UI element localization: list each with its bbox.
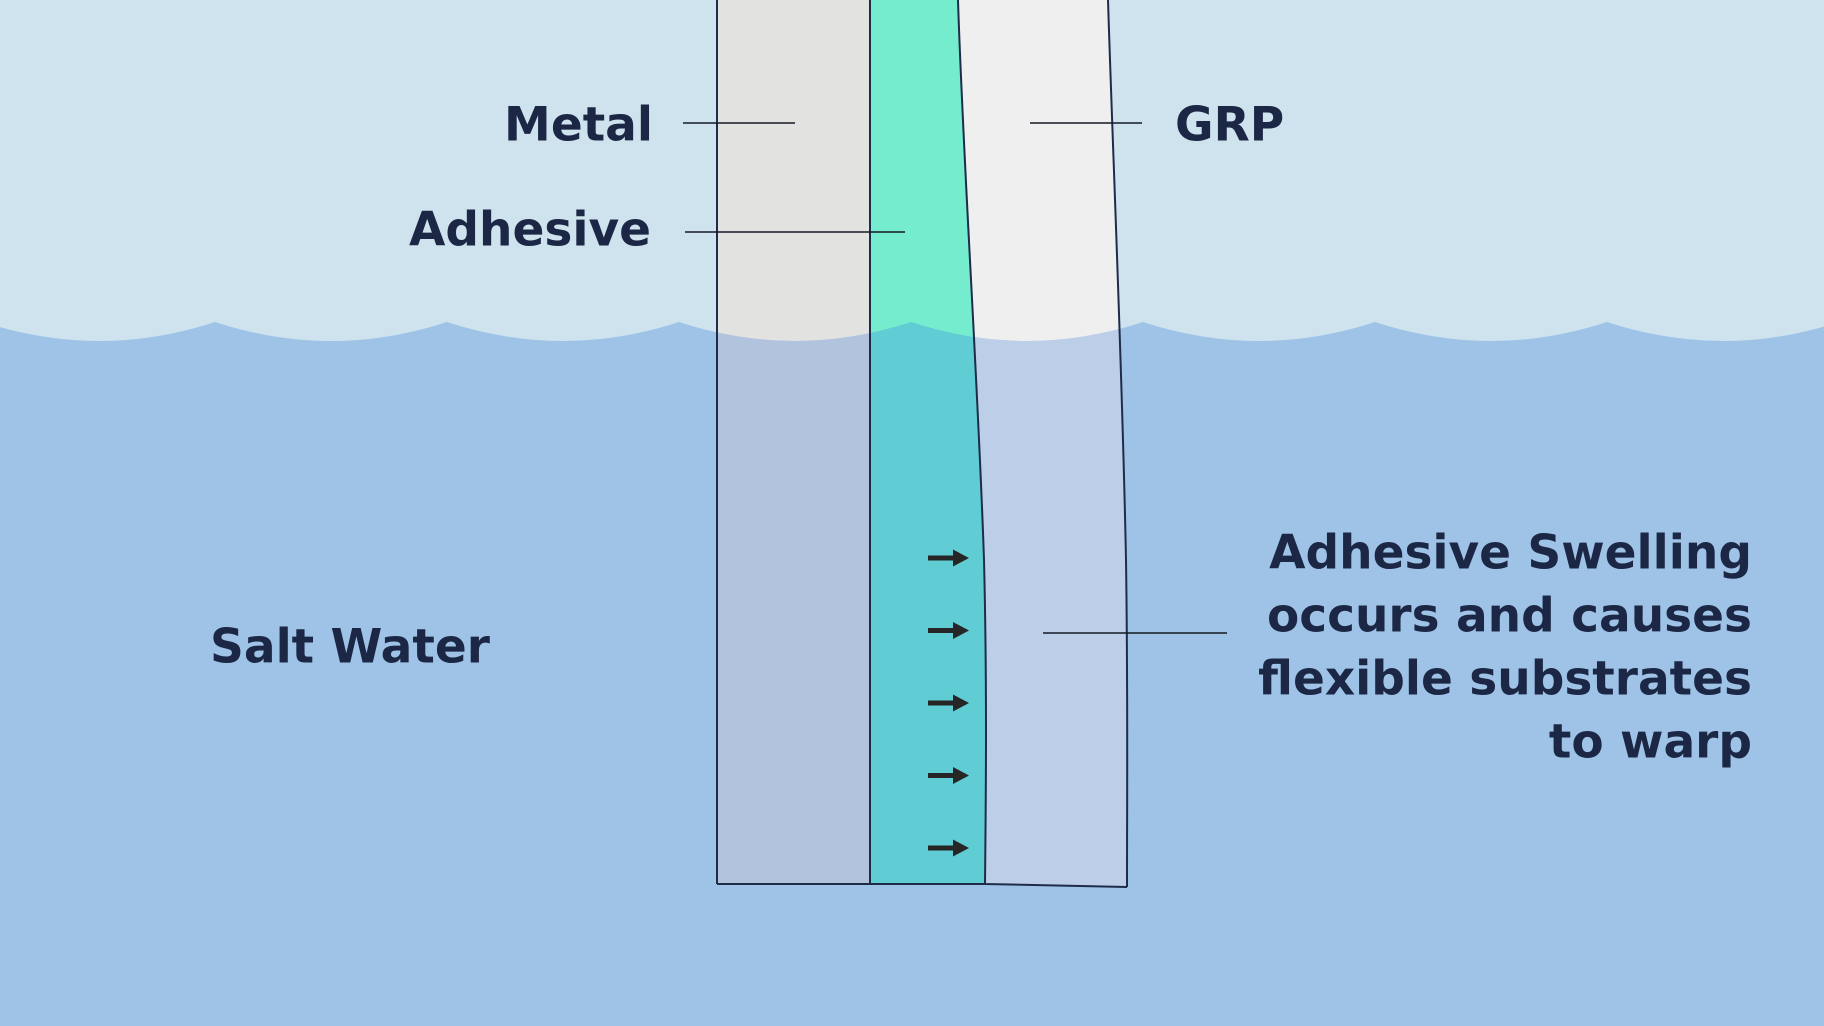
right-arrow-icon bbox=[953, 549, 969, 567]
right-arrow-icon bbox=[928, 628, 954, 633]
salt-water-label: Salt Water bbox=[210, 620, 491, 675]
annotation-line: to warp bbox=[1549, 715, 1752, 770]
right-arrow-icon bbox=[953, 839, 969, 857]
adhesive-label: Adhesive bbox=[409, 203, 651, 258]
right-arrow-icon bbox=[953, 622, 969, 639]
annotation-line: flexible substrates bbox=[1258, 652, 1752, 707]
grp-layer-underwater bbox=[958, 322, 1128, 887]
right-arrow-icon bbox=[953, 694, 969, 712]
leader-lines bbox=[683, 122, 1227, 634]
right-arrow-icon bbox=[928, 700, 954, 706]
metal-label: Metal bbox=[504, 98, 653, 153]
swelling-arrows bbox=[928, 549, 969, 857]
right-arrow-icon bbox=[953, 767, 969, 784]
layer-outlines bbox=[716, 0, 1129, 888]
annotation-line: occurs and causes bbox=[1267, 589, 1752, 644]
grp-label: GRP bbox=[1175, 98, 1284, 153]
annotation-line: Adhesive Swelling bbox=[1269, 526, 1752, 581]
right-arrow-icon bbox=[928, 845, 954, 851]
right-arrow-icon bbox=[928, 773, 954, 778]
swelling-annotation: Adhesive Swelling occurs and causes flex… bbox=[1258, 526, 1752, 770]
metal-layer-underwater bbox=[717, 322, 870, 884]
adhesive-layer-underwater bbox=[870, 322, 986, 884]
right-arrow-icon bbox=[928, 555, 954, 561]
